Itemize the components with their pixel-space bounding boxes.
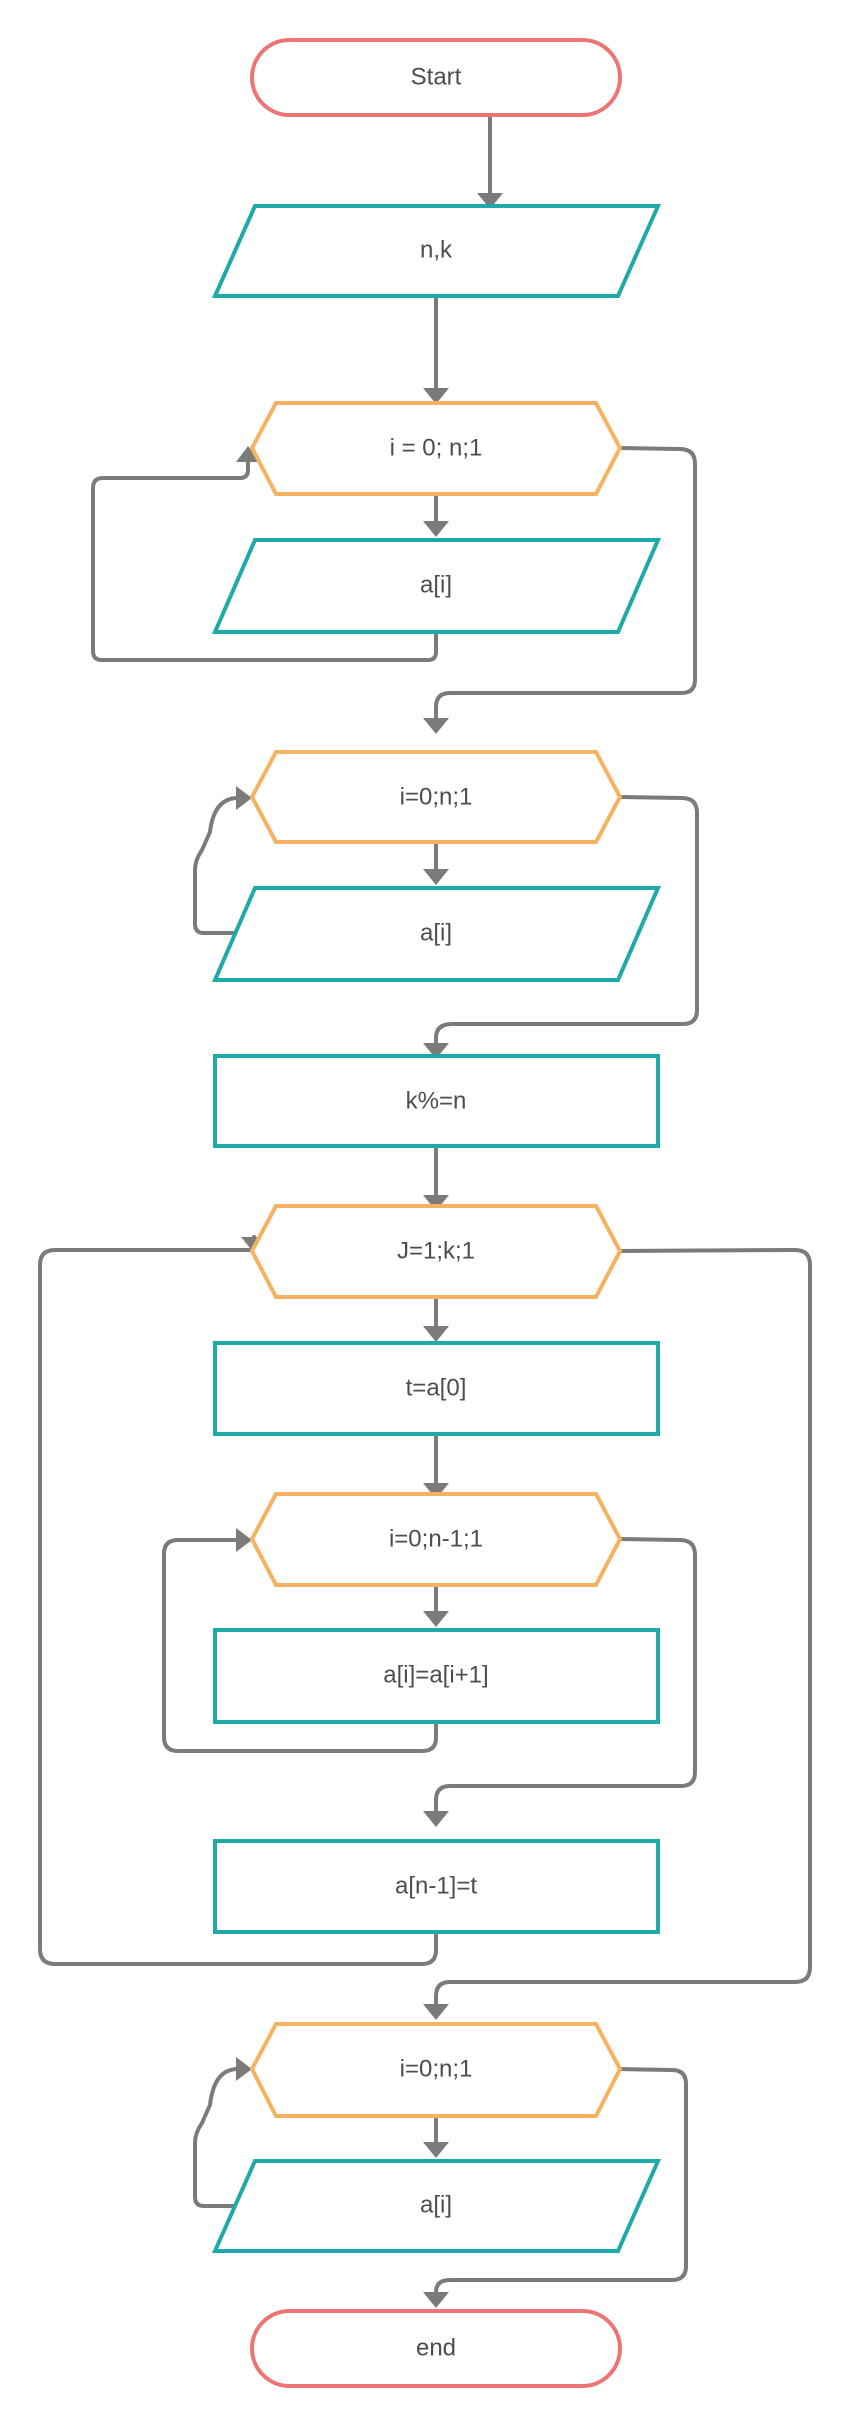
shift-process: a[i]=a[i+1] (213, 1628, 660, 1724)
arrowhead (423, 2004, 449, 2020)
arrowhead (423, 1811, 449, 1827)
arrowhead (423, 1483, 449, 1499)
arrowhead (236, 1528, 252, 1552)
arrowhead (236, 446, 260, 462)
connectors (38, 114, 812, 2298)
loop1-label: i = 0; n;1 (390, 434, 483, 461)
edge-loop-shift-exit (434, 1537, 697, 1817)
edge-loop3-exit (434, 2067, 688, 2298)
assign-last-label: a[n-1]=t (395, 1872, 477, 1899)
output-ai-1-label: a[i] (420, 919, 452, 946)
arrowhead (236, 2057, 252, 2081)
arrowhead (423, 869, 449, 885)
end-label: end (416, 2334, 456, 2361)
arrowhead (423, 1043, 449, 1059)
edge-loop-shift-back (162, 1538, 438, 1753)
edge-assign-last-back (38, 1235, 438, 1966)
start-label: Start (411, 63, 462, 90)
output-ai-1: a[i] (211, 886, 662, 982)
arrowhead (423, 2292, 449, 2308)
input-ai: a[i] (211, 538, 662, 634)
edge-loop3-back (193, 2067, 244, 2208)
arrowhead (423, 718, 449, 734)
edge-loop2-back (193, 796, 244, 935)
output-ai-2-label: a[i] (420, 2191, 452, 2218)
end-terminal: end (250, 2309, 622, 2388)
arrowhead (423, 521, 449, 537)
input-nk-label: n,k (420, 236, 453, 263)
loop3-label: i=0;n;1 (400, 2055, 473, 2082)
loop-shift-hexagon: i=0;n-1;1 (249, 1492, 623, 1587)
start-terminal: Start (250, 38, 622, 117)
arrowhead (423, 2142, 449, 2158)
arrowhead (477, 193, 503, 209)
loop-shift-label: i=0;n-1;1 (389, 1525, 483, 1552)
edge-loop1-back (91, 456, 438, 662)
loop-j-label: J=1;k;1 (397, 1237, 475, 1264)
arrowhead (423, 1195, 449, 1211)
mod-label: k%=n (406, 1087, 467, 1114)
loop1-hexagon: i = 0; n;1 (249, 401, 623, 496)
assign-t-label: t=a[0] (406, 1374, 467, 1401)
arrowhead (423, 1326, 449, 1342)
assign-t-process: t=a[0] (213, 1341, 660, 1436)
loop3-hexagon: i=0;n;1 (249, 2022, 623, 2118)
edge-loop1-exit (434, 446, 697, 724)
shift-label: a[i]=a[i+1] (383, 1661, 488, 1688)
arrowhead (423, 1611, 449, 1627)
arrowheads (236, 193, 503, 2308)
edge-loop2-exit (434, 795, 699, 1049)
arrowhead (236, 786, 252, 810)
loop2-label: i=0;n;1 (400, 783, 473, 810)
input-ai-label: a[i] (420, 571, 452, 598)
output-ai-2: a[i] (211, 2159, 662, 2253)
loop-j-hexagon: J=1;k;1 (249, 1204, 623, 1299)
arrowhead (423, 388, 449, 404)
loop2-hexagon: i=0;n;1 (249, 750, 623, 844)
input-nk: n,k (211, 204, 662, 298)
mod-process: k%=n (213, 1054, 660, 1148)
edge-loop-j-exit (434, 1248, 812, 2010)
assign-last-process: a[n-1]=t (213, 1839, 660, 1934)
